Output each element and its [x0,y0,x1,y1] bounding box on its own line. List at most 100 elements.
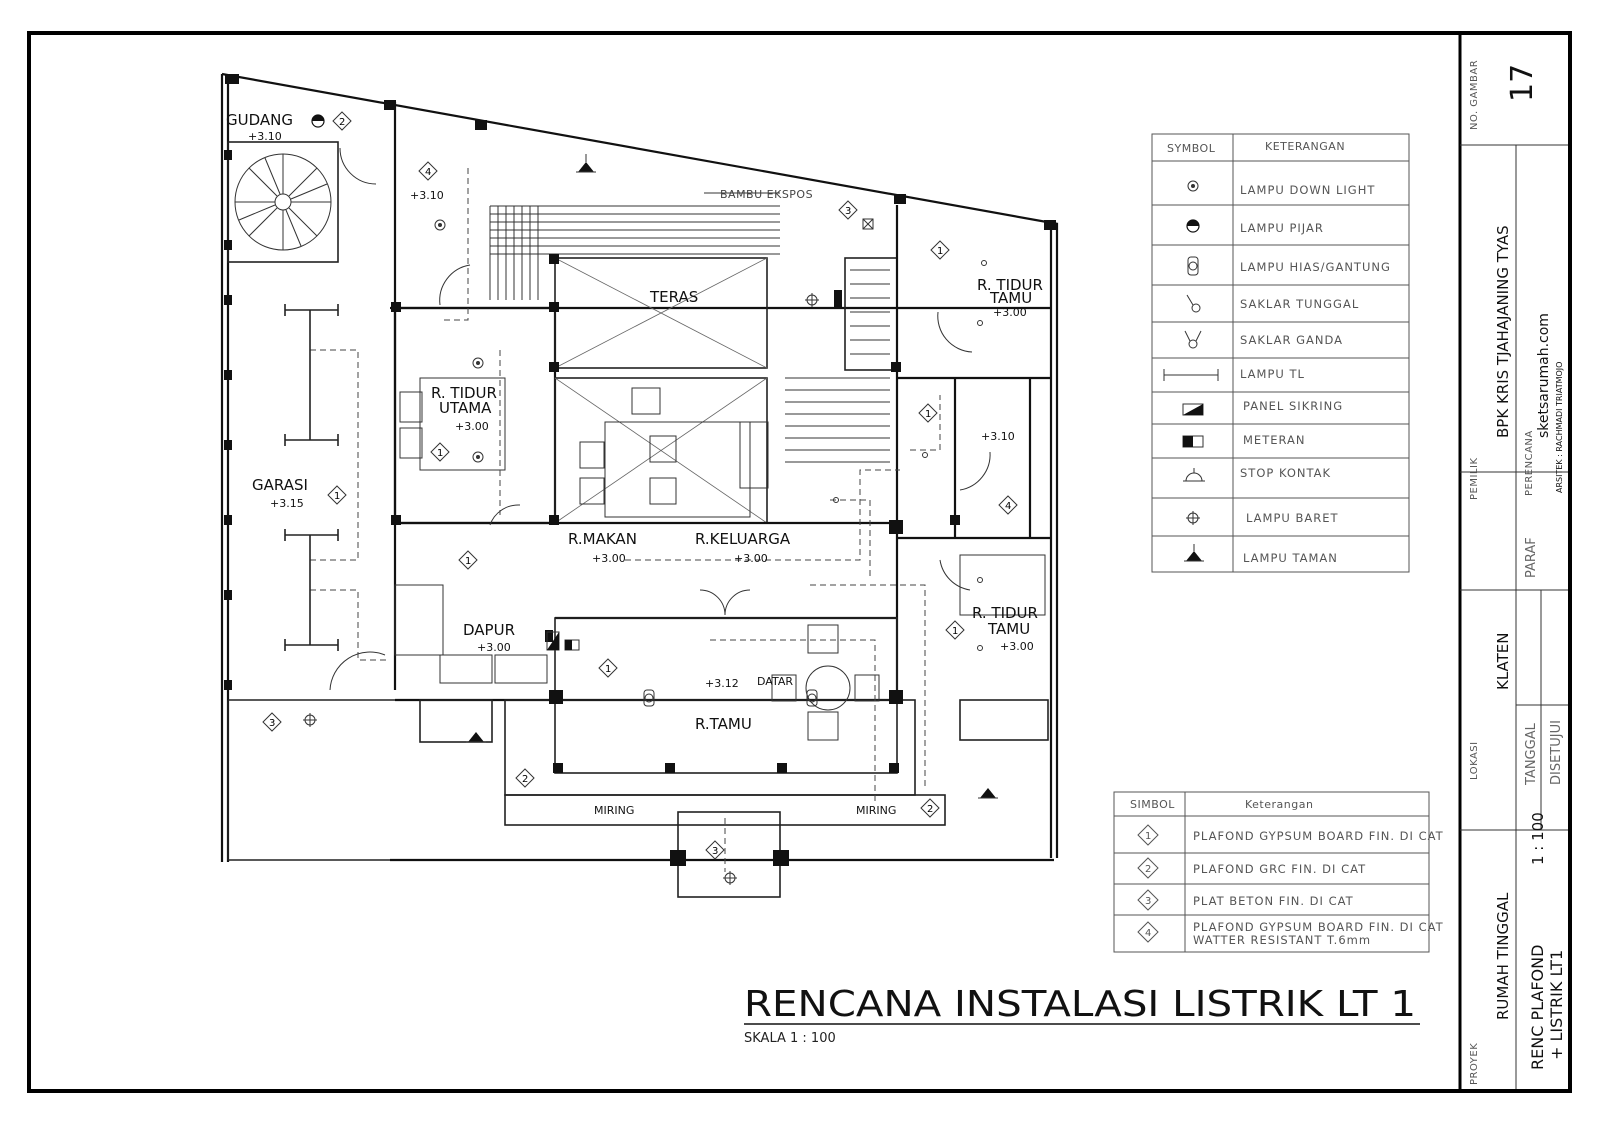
label-tidur-tamu-b2: TAMU [987,620,1030,638]
ceiling-legend-label: PLAT BETON FIN. DI CAT [1193,894,1354,908]
ceiling-col-desc: Keterangan [1245,798,1313,811]
single-switch-icon [1186,294,1201,313]
elev-dapur: +3.00 [477,641,511,654]
elev-tamu: +3.12 [705,677,739,690]
downlight-icon [434,219,446,231]
elev-tidur-tamu-b: +3.00 [1000,640,1034,653]
label-tidur-tamu-b1: R. TIDUR [972,604,1038,622]
tag-1: 1 [925,409,931,420]
drawing-scale: SKALA 1 : 100 [744,1031,836,1046]
judul-2: + LISTRIK LT1 [1547,950,1566,1060]
meter-icon [1182,435,1204,448]
tag-1: 1 [952,626,958,637]
elev-km-right: +3.10 [981,430,1015,443]
room-labels: GUDANG +3.10 +3.10 GARASI +3.15 TERAS BA… [226,111,1043,817]
label-miring-right: MIRING [856,804,896,817]
tag-1: 1 [937,246,943,257]
garden-lamp-icon [576,154,596,173]
pemilik-label: PEMILIK [1469,457,1480,500]
elev-garasi: +3.15 [270,497,304,510]
legend-item-label: SAKLAR TUNGGAL [1240,297,1359,311]
paraf-label: PARAF [1524,537,1539,578]
legend-item-label: LAMPU TAMAN [1243,551,1338,565]
label-miring-left: MIRING [594,804,634,817]
ceiling-col-symbol: SIMBOL [1130,798,1175,811]
ceiling-legend-num: 3 [1145,896,1151,907]
legend-item-label: METERAN [1243,433,1305,447]
elev-km-top: +3.10 [410,189,444,202]
ceiling-legend-label: PLAFOND GRC FIN. DI CAT [1193,862,1366,876]
judul-1: RENC PLAFOND [1528,945,1547,1070]
label-gudang: GUDANG [226,111,293,129]
tag-4: 4 [1005,501,1011,512]
lamp-pijar-icon [311,114,325,128]
skala: 1 : 100 [1529,812,1547,865]
label-bambu: BAMBU EKSPOS [720,188,813,201]
ceiling-legend-num: 4 [1145,928,1151,939]
elev-tidur-utama: +3.00 [455,420,489,433]
baret-lamp-icon [1186,511,1200,525]
pendant-lamp-icon [643,689,655,707]
legend-col-desc: KETERANGAN [1265,140,1345,153]
tanggal-label: TANGGAL [1524,722,1539,786]
ceiling-tags: 2 4 3 1 1 1 1 1 4 1 1 3 2 2 3 [262,111,1018,860]
downlight-icon [1187,180,1199,192]
tag-3: 3 [269,718,275,729]
symbol-legend: SYMBOL KETERANGAN LAMPU DOWN LIGHT LAMPU… [1151,133,1410,573]
arsitek: ARSITEK : RACHMADI TRIATMOJO [1555,362,1564,493]
label-tidur-tamu-a2: TAMU [989,289,1032,307]
perencana-label: PERENCANA [1524,430,1535,496]
ceiling-legend-label: PLAFOND GYPSUM BOARD FIN. DI CAT [1193,829,1444,843]
legend-item-label: LAMPU TL [1240,367,1305,381]
ceiling-legend-label-2: WATTER RESISTANT T.6mm [1193,933,1371,947]
elev-makan: +3.00 [592,552,626,565]
lokasi-label: LOKASI [1469,741,1480,780]
label-garasi: GARASI [252,476,308,494]
no-gambar-label: NO. GAMBAR [1469,60,1480,130]
label-tidur-utama-1: R. TIDUR [431,384,497,402]
legend-item-label: PANEL SIKRING [1243,399,1343,413]
ceiling-legend-label: PLAFOND GYPSUM BOARD FIN. DI CAT [1193,920,1444,934]
garden-lamp-icon [1184,544,1204,562]
ceiling-legend-num: 1 [1145,831,1151,842]
label-makan: R.MAKAN [568,530,637,548]
fuse-panel-icon [546,631,560,651]
drawing-title-block: RENCANA INSTALASI LISTRIK LT 1 SKALA 1 :… [744,984,1420,1046]
baret-lamp-icon [303,713,317,727]
tag-1: 1 [437,448,443,459]
ceiling-legend: SIMBOL Keterangan 1 PLAFOND GYPSUM BOARD… [1113,791,1444,953]
disetujui-label: DISETUJUI [1549,720,1564,785]
tag-1: 1 [605,664,611,675]
tag-2: 2 [927,804,933,815]
label-datar: DATAR [757,675,793,688]
floor-plan [220,72,1059,898]
legend-item-label: LAMPU DOWN LIGHT [1240,183,1375,197]
double-switch-icon [1184,330,1202,349]
meter-icon [564,639,580,651]
fuse-panel-icon [1182,403,1204,416]
label-tamu: R.TAMU [695,715,752,733]
perencana: sketsarumah.com [1536,313,1552,438]
legend-col-symbol: SYMBOL [1167,142,1216,155]
tag-3: 3 [845,206,851,217]
title-block: NO. GAMBAR 17 PEMILIK BPK KRIS TJAHAJANI… [1458,35,1568,1089]
label-keluarga: R.KELUARGA [695,530,791,548]
tl-lamp-icon [1163,369,1219,381]
tag-2: 2 [339,117,345,128]
tag-2: 2 [522,774,528,785]
drawing-title: RENCANA INSTALASI LISTRIK LT 1 [744,984,1416,1025]
legend-item-label: SAKLAR GANDA [1240,333,1343,347]
label-teras: TERAS [649,288,698,306]
sheet-border [27,31,1572,1093]
socket-icon [1183,468,1205,482]
elev-gudang: +3.10 [248,130,282,143]
lamp-pijar-icon [1186,219,1200,233]
lokasi: KLATEN [1494,633,1512,691]
tag-3: 3 [712,846,718,857]
tag-1: 1 [465,556,471,567]
label-tidur-utama-2: UTAMA [439,399,492,417]
label-dapur: DAPUR [463,621,515,639]
legend-item-label: LAMPU HIAS/GANTUNG [1240,260,1391,274]
elev-tidur-tamu-a: +3.00 [993,306,1027,319]
